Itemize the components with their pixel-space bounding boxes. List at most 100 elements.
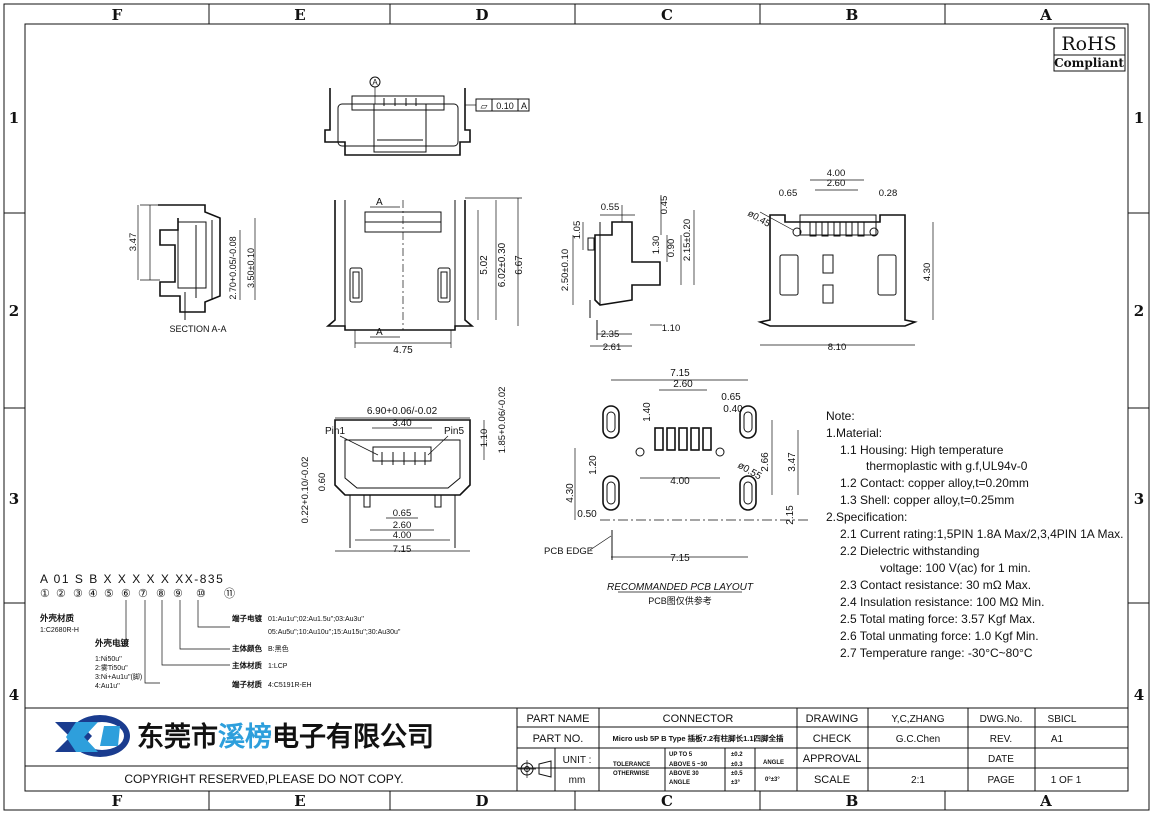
dim-label: 4.00	[393, 530, 412, 541]
code-index: ⑧	[156, 588, 166, 600]
pin1-label: Pin1	[325, 426, 345, 437]
copyright-text: COPYRIGHT RESERVED,PLEASE DO NOT COPY.	[124, 772, 403, 786]
body-color-value: B:黑色	[268, 644, 289, 653]
dim-label: 1.10	[479, 429, 490, 448]
dim-label: 2.61	[603, 342, 622, 353]
dim-label: 4.30	[565, 483, 576, 503]
pcb-layout-view: 7.15 2.60 0.65 0.40 1.40 1.20 4.00 ø0.55…	[544, 368, 810, 606]
angle-col-label: ANGLE	[763, 760, 784, 766]
note-line: 1.3 Shell: copper alloy,t=0.25mm	[840, 493, 1014, 507]
dim-label: 2.60	[827, 178, 846, 189]
rev-label: REV.	[990, 734, 1012, 745]
code-index: ⑦	[138, 588, 148, 600]
note-line: 2.7 Temperature range: -30°C~80°C	[840, 646, 1033, 660]
dim-label: 1.05	[572, 221, 583, 240]
part-no-value: Micro usb 5P B Type 插板7.2有柱脚长1.1四脚全插	[612, 733, 784, 743]
col-label: D	[475, 6, 488, 24]
flatness-datum: A	[521, 101, 527, 111]
row-label: 2	[9, 302, 19, 320]
col-label: F	[112, 792, 123, 810]
terminal-material-label: 端子材质	[232, 679, 262, 689]
row-label: 1	[1134, 109, 1144, 127]
date-label: DATE	[988, 754, 1014, 765]
note-line: 2.Specification:	[826, 510, 907, 524]
check-label: CHECK	[813, 733, 852, 745]
dim-label: 7.15	[670, 553, 690, 564]
dim-label: 7.15	[393, 544, 412, 555]
flatness-value: 0.10	[496, 101, 514, 111]
tol-row: ABOVE 5 ~30	[669, 762, 708, 768]
part-name-label: PART NAME	[527, 713, 590, 725]
pcb-subtitle: PCB图仅供参考	[648, 595, 712, 606]
notes-heading: Note:	[826, 409, 855, 423]
company-logo	[55, 715, 130, 757]
shell-plating-label: 外壳电镀	[94, 638, 130, 648]
part-code: A 01 S B X X X X X XX-835	[40, 572, 224, 586]
check-value: G.C.Chen	[896, 734, 940, 745]
dim-label: 8.10	[828, 342, 847, 353]
dim-label: 1.85+0.06/-0.02	[497, 387, 508, 454]
dim-label: 6.90+0.06/-0.02	[367, 406, 438, 417]
section-label: SECTION A-A	[169, 324, 226, 334]
dim-label: 5.02	[479, 255, 490, 275]
terminal-material-value: 4:C5191R-EH	[268, 682, 312, 689]
company-name: 东莞市溪榜电子有限公司	[137, 721, 434, 753]
dim-label: 0.60	[317, 473, 328, 492]
outer-border	[3, 3, 1150, 811]
dim-label: 0.55	[601, 202, 620, 213]
code-index: ①	[40, 588, 50, 600]
note-line: 2.5 Total mating force: 3.57 Kgf Max.	[840, 612, 1035, 626]
pcb-title: RECOMMANDED PCB LAYOUT	[607, 582, 754, 593]
unit-label: UNIT :	[563, 755, 592, 766]
section-view: 3.47 2.70+0.05/-0.08 3.50±0.10 SECTION A…	[128, 204, 256, 334]
rohs-title: RoHS	[1061, 33, 1116, 55]
dim-label: 4.75	[393, 345, 413, 356]
note-line: 1.2 Contact: copper alloy,t=0.20mm	[840, 476, 1029, 490]
part-name-value: CONNECTOR	[663, 713, 734, 725]
note-line: 2.4 Insulation resistance: 100 MΩ Min.	[840, 595, 1044, 609]
dim-label: 2.60	[673, 379, 693, 390]
dim-label: 0.22+0.10/-0.02	[300, 457, 311, 524]
code-index: ③	[73, 588, 83, 600]
row-label: 3	[9, 490, 19, 508]
page-value: 1 OF 1	[1051, 775, 1082, 786]
row-label: 2	[1134, 302, 1144, 320]
col-label: F	[112, 6, 123, 24]
tol-row: UP TO 5	[669, 752, 693, 758]
row-label: 4	[1134, 686, 1144, 704]
drawing-label: DRAWING	[806, 713, 859, 725]
dim-label: 4.00	[827, 168, 846, 179]
terminal-plating-label: 端子电镀	[232, 613, 262, 623]
page-label: PAGE	[987, 775, 1014, 786]
dim-label: 0.45	[659, 196, 670, 215]
shell-plating-value: 3:Ni+Au1u''(脚)	[95, 672, 142, 681]
otherwise-label: OTHERWISE	[613, 771, 649, 777]
datum-symbol: A	[372, 78, 378, 87]
dim-label: 7.15	[670, 368, 690, 379]
dim-label: 6.02±0.30	[497, 242, 508, 287]
dim-label: 6.67	[514, 255, 525, 275]
tol-val: ±3°	[731, 780, 741, 786]
rear-view: 4.00 2.60 0.65 0.28 ø0.45 4.30 8.10	[746, 168, 934, 353]
dim-label: 2.15	[785, 505, 796, 525]
body-color-label: 主体颜色	[232, 643, 262, 653]
code-index: ⑤	[104, 588, 114, 600]
rohs-badge: RoHS Compliant	[1053, 27, 1126, 72]
dim-label: 0.50	[577, 509, 597, 520]
mating-view: Pin1 Pin5 6.90+0.06/-0.02 3.40 1.10 1.85…	[300, 387, 508, 555]
title-block: 东莞市溪榜电子有限公司 COPYRIGHT RESERVED,PLEASE DO…	[24, 707, 1129, 792]
scale-value: 2:1	[911, 775, 925, 786]
section-mark-top: A	[376, 197, 383, 208]
dim-label: 2.35	[601, 329, 620, 340]
projection-symbol	[518, 760, 552, 778]
dim-label: 2.60	[393, 520, 412, 531]
drawing-value: Y,C,ZHANG	[891, 714, 944, 725]
code-index: ⑨	[173, 588, 183, 600]
col-label: B	[846, 792, 859, 810]
dim-label: 3.47	[787, 452, 798, 472]
dim-label: 3.40	[392, 418, 412, 429]
dwg-label: DWG.No.	[980, 714, 1023, 725]
note-line: 1.Material:	[826, 426, 882, 440]
col-label: D	[475, 792, 488, 810]
note-line: 2.1 Current rating:1,5PIN 1.8A Max/2,3,4…	[840, 527, 1123, 541]
